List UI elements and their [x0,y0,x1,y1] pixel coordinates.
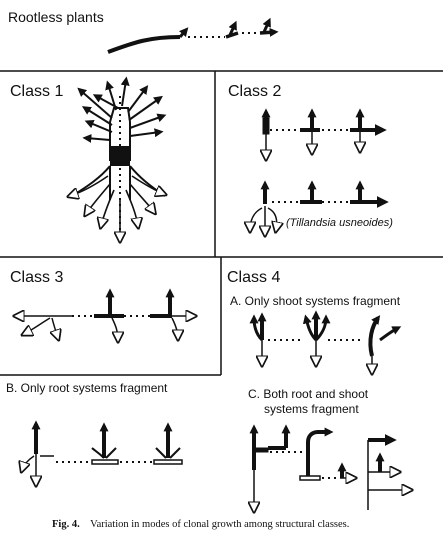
figure-caption-text: Variation in modes of clonal growth amon… [90,519,349,530]
figure-caption: Fig. 4. Variation in modes of clonal gro… [52,519,349,530]
class2-diagram-bottom [250,180,389,234]
panel-c-title-1: C. Both root and shoot [248,387,369,401]
class3-title: Class 3 [10,269,63,286]
rootless-title: Rootless plants [8,9,104,25]
panel-b-diagram [22,420,183,484]
panel-b-title: B. Only root systems fragment [6,381,168,395]
class2-species-note: (Tillandsia usneoides) [286,217,393,229]
class4-title: Class 4 [227,269,280,286]
class4-subtitle-a: A. Only shoot systems fragment [230,294,401,308]
panel-frame [0,70,443,376]
panel-c-diagram [254,424,410,510]
class2-title: Class 2 [228,83,281,100]
class4a-diagram [249,310,402,372]
figure-caption-label: Fig. 4. [52,519,80,530]
rootless-diagram [107,17,279,54]
panel-c-title-2: systems fragment [264,402,359,416]
class1-title: Class 1 [10,83,63,100]
class2-diagram-top [263,108,387,158]
class1-diagram [70,76,165,240]
class3-diagram [16,288,194,340]
